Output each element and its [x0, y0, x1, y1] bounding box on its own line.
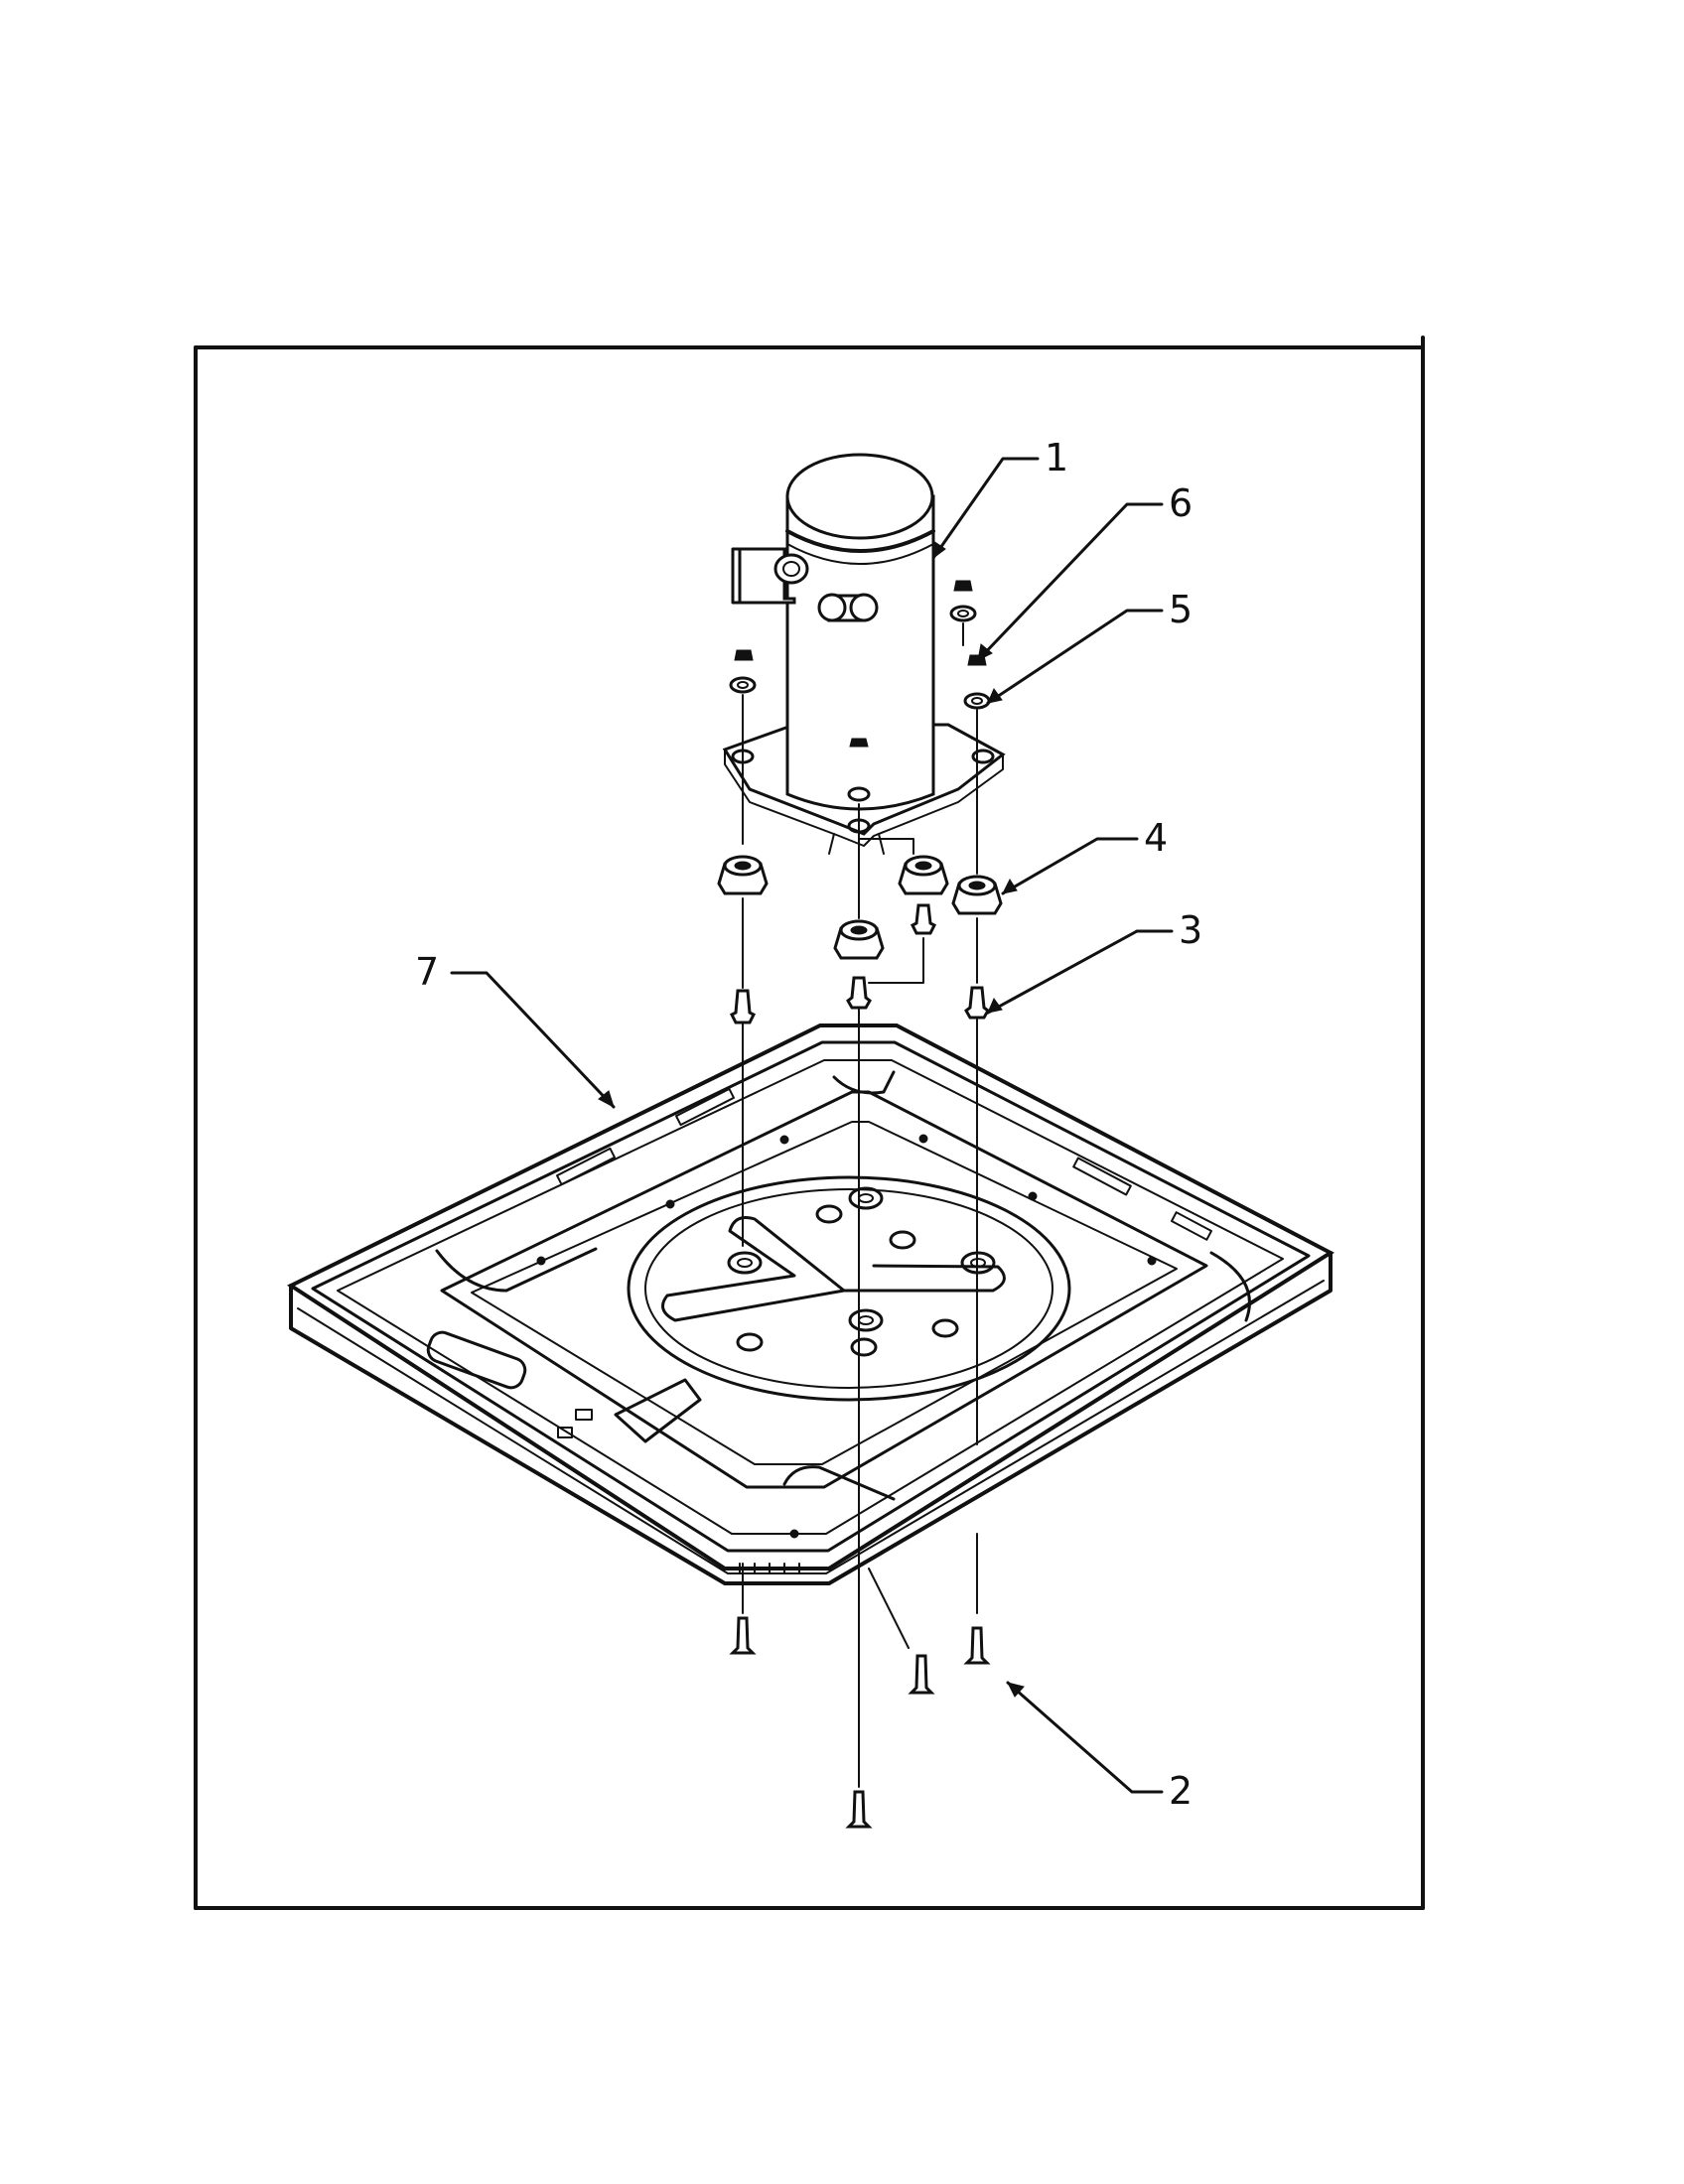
callout-2: 2	[1169, 1769, 1193, 1813]
fastener-stack-center	[833, 803, 949, 1829]
callout-6: 6	[1169, 481, 1193, 525]
callout-arrowheads	[598, 540, 1025, 1698]
front-edge-slots	[739, 1563, 800, 1574]
callout-3: 3	[1179, 908, 1202, 952]
diagram-frame	[194, 336, 1425, 1910]
fastener-stack-right	[949, 580, 1003, 1665]
callout-leaders	[450, 457, 1174, 1794]
callout-1: 1	[1045, 436, 1068, 479]
callout-5: 5	[1169, 588, 1193, 631]
base-pan	[286, 1024, 1335, 1585]
floor-dots	[536, 1134, 1157, 1539]
compressor	[722, 453, 1006, 855]
fastener-stack-left	[717, 649, 769, 1655]
compressor-ports	[731, 547, 879, 622]
rim-slots	[426, 1087, 1213, 1390]
callout-4: 4	[1144, 816, 1168, 860]
callout-7: 7	[415, 950, 439, 994]
